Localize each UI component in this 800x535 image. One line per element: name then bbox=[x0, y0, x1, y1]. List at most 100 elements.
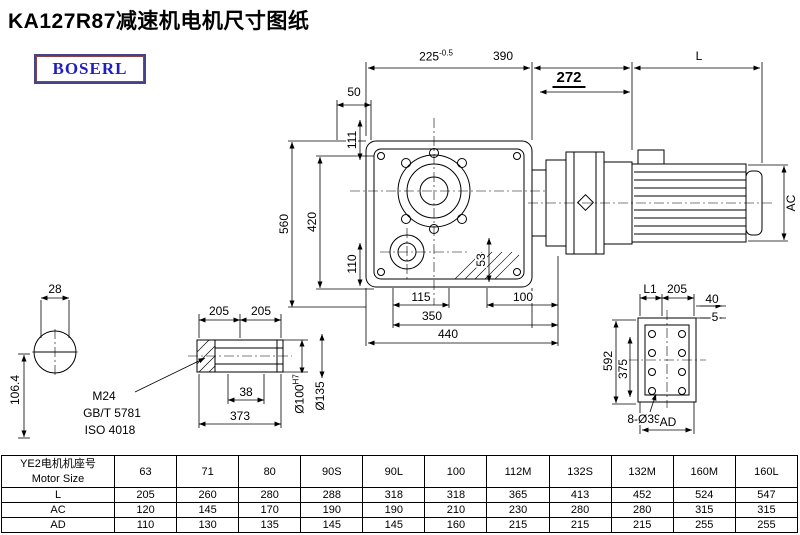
row-label-ad: AD bbox=[1, 517, 115, 533]
table-cell: 260 bbox=[176, 487, 240, 503]
thread-m24-label: M24 bbox=[91, 389, 117, 403]
table-cell: 315 bbox=[734, 502, 799, 518]
table-cell: 215 bbox=[548, 517, 612, 533]
extension-lines bbox=[18, 62, 788, 439]
table-cell: 190 bbox=[300, 502, 364, 518]
dim-40-label: 40 bbox=[704, 292, 720, 306]
row-label-ac: AC bbox=[1, 502, 115, 518]
table-cell: 130 bbox=[176, 517, 240, 533]
dim-motor-diameter-ac-label: AC bbox=[784, 193, 798, 213]
table-header-en: Motor Size bbox=[31, 472, 85, 485]
logo-text: BOSERL bbox=[52, 59, 128, 78]
dim-111-label: 111 bbox=[345, 129, 359, 151]
table-cell: 145 bbox=[176, 502, 240, 518]
table-cell: 190 bbox=[362, 502, 426, 518]
table-cell: 205 bbox=[113, 487, 178, 503]
dim-bore-value: Ø100 bbox=[292, 384, 307, 414]
dim-height-420-label: 420 bbox=[305, 210, 319, 234]
table-col-90s: 90S bbox=[300, 455, 364, 488]
table-cell: 452 bbox=[610, 487, 674, 503]
dim-50-label: 50 bbox=[346, 85, 362, 99]
dim-flange-135-label: Ø135 bbox=[313, 380, 327, 412]
table-col-132s: 132S bbox=[548, 455, 612, 488]
table-cell: 145 bbox=[362, 517, 426, 533]
table-cell: 135 bbox=[238, 517, 302, 533]
table-cell: 255 bbox=[734, 517, 799, 533]
table-cell: 280 bbox=[548, 502, 612, 518]
table-col-71: 71 bbox=[176, 455, 240, 488]
table-cell: 547 bbox=[734, 487, 799, 503]
table-cell: 170 bbox=[238, 502, 302, 518]
dim-holes-8x39-label: 8-Ø39 bbox=[626, 412, 662, 426]
table-row-ad: AD 110 130 135 145 145 160 215 215 215 2… bbox=[1, 517, 799, 533]
dim-width-390-label: 390 bbox=[491, 49, 515, 63]
dim-592-label: 592 bbox=[601, 349, 615, 373]
dim-115-label: 115 bbox=[410, 290, 432, 304]
table-cell: 280 bbox=[238, 487, 302, 503]
dim-bore-fit: H7 bbox=[291, 374, 301, 385]
table-cell: 255 bbox=[672, 517, 736, 533]
dim-205b-label: 205 bbox=[249, 304, 273, 318]
table-col-132m: 132M bbox=[610, 455, 674, 488]
table-row-ac: AC 120 145 170 190 190 210 230 280 280 3… bbox=[1, 502, 799, 518]
dim-205c-label: 205 bbox=[665, 282, 689, 296]
dim-38-label: 38 bbox=[238, 385, 254, 399]
table-col-80: 80 bbox=[238, 455, 302, 488]
dim-53-label: 53 bbox=[474, 252, 488, 268]
table-col-160m: 160M bbox=[672, 455, 736, 488]
table-cell: 215 bbox=[486, 517, 550, 533]
table-cell: 315 bbox=[672, 502, 736, 518]
dim-272-label: 272 bbox=[552, 70, 586, 88]
dim-375-label: 375 bbox=[616, 357, 630, 381]
table-col-63: 63 bbox=[113, 455, 178, 488]
table-cell: 318 bbox=[424, 487, 488, 503]
shaft-end-view bbox=[33, 330, 77, 374]
dim-ad-label: AD bbox=[658, 415, 678, 429]
table-header-motor-size: YE2电机机座号 Motor Size bbox=[1, 455, 115, 488]
dim-width-225-value: 225 bbox=[419, 49, 440, 64]
standard-gbt5781-label: GB/T 5781 bbox=[82, 406, 142, 420]
table-cell: 120 bbox=[113, 502, 178, 518]
table-cell: 230 bbox=[486, 502, 550, 518]
table-col-112m: 112M bbox=[486, 455, 550, 488]
dim-205a-label: 205 bbox=[207, 304, 231, 318]
dim-5-label: 5 bbox=[710, 310, 720, 324]
table-col-160l: 160L bbox=[734, 455, 799, 488]
boserl-logo: BOSERL bbox=[34, 54, 146, 84]
dim-bore-100h7-label: Ø100H7 bbox=[291, 373, 307, 415]
dim-440-label: 440 bbox=[436, 327, 460, 341]
table-header-row: YE2电机机座号 Motor Size 63 71 80 90S 90L 100… bbox=[1, 455, 799, 488]
dim-height-560-label: 560 bbox=[277, 212, 291, 236]
dim-110-label: 110 bbox=[345, 253, 359, 275]
dim-106-4-label: 106.4 bbox=[8, 373, 22, 407]
motor-body bbox=[631, 149, 763, 243]
row-label-l: L bbox=[1, 487, 115, 503]
table-cell: 160 bbox=[424, 517, 488, 533]
table-cell: 110 bbox=[113, 517, 178, 533]
dim-width-225-tolerance: -0.5 bbox=[439, 48, 453, 58]
table-cell: 524 bbox=[672, 487, 736, 503]
table-row-l: L 205 260 280 288 318 318 365 413 452 52… bbox=[1, 487, 799, 503]
standard-iso4018-label: ISO 4018 bbox=[83, 423, 137, 437]
dim-373-label: 373 bbox=[228, 409, 252, 423]
dim-100-label: 100 bbox=[511, 290, 535, 304]
gearbox-main-view bbox=[365, 140, 533, 288]
table-header-cn: YE2电机机座号 bbox=[20, 457, 96, 470]
table-cell: 365 bbox=[486, 487, 550, 503]
table-cell: 318 bbox=[362, 487, 426, 503]
dim-350-label: 350 bbox=[420, 309, 444, 323]
motor-side-view bbox=[637, 317, 697, 403]
dim-28-label: 28 bbox=[47, 282, 63, 296]
page-title: KA127R87减速机电机尺寸图纸 bbox=[8, 10, 310, 33]
table-cell: 288 bbox=[300, 487, 364, 503]
table-cell: 413 bbox=[548, 487, 612, 503]
table-col-100: 100 bbox=[424, 455, 488, 488]
motor-size-table: YE2电机机座号 Motor Size 63 71 80 90S 90L 100… bbox=[1, 455, 799, 533]
adapter-bell-housing bbox=[531, 151, 633, 255]
table-cell: 145 bbox=[300, 517, 364, 533]
dim-motor-length-label: L bbox=[694, 49, 704, 63]
table-cell: 280 bbox=[610, 502, 674, 518]
table-col-90l: 90L bbox=[362, 455, 426, 488]
